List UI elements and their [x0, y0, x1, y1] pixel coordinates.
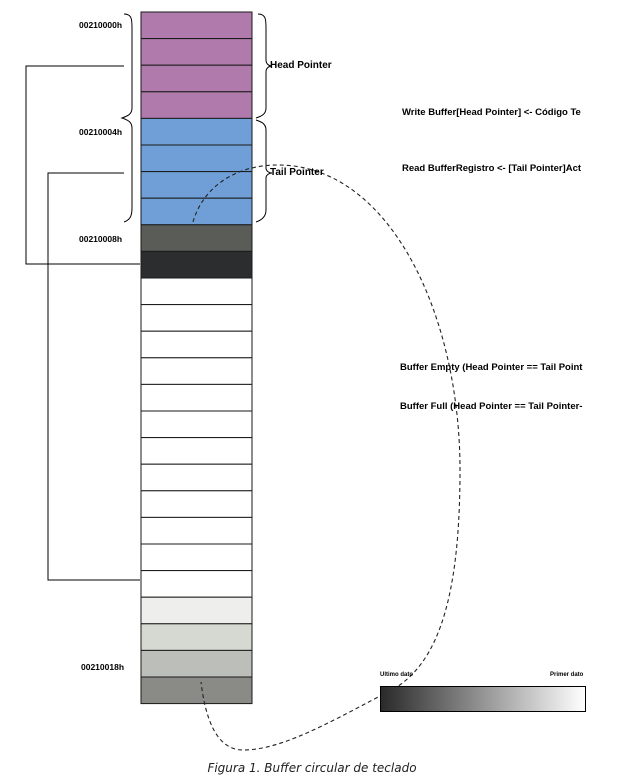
memory-cell-3 [140, 64, 253, 93]
address-label-end-register: 00210008h [79, 234, 123, 244]
address-label-tail: 00210004h [79, 127, 123, 137]
memory-cells [140, 11, 253, 705]
memory-cell-13 [140, 330, 253, 359]
tail-pointer-label: Tail Pointer [270, 167, 324, 178]
memory-cell-14 [140, 357, 253, 385]
buffer-empty-note: Buffer Empty (Head Pointer == Tail Point [400, 362, 583, 373]
memory-cell-26 [140, 676, 253, 705]
tail-pointer-connector [47, 172, 140, 581]
tail-pointer-brace [123, 119, 273, 223]
memory-cell-7 [140, 171, 253, 199]
memory-cell-4 [140, 91, 253, 119]
memory-cell-18 [140, 463, 253, 492]
memory-cell-2 [140, 38, 253, 66]
buffer-full-note: Buffer Full (Head Pointer == Tail Pointe… [400, 401, 583, 412]
memory-cell-22 [140, 570, 253, 598]
ultimo-dato-label: Ultimo dato [380, 672, 413, 678]
head-pointer-label: Head Pointer [270, 60, 332, 71]
head-pointer-connector [25, 65, 140, 265]
memory-cell-8 [140, 197, 253, 226]
figure-caption: Figura 1. Buffer circular de teclado [207, 761, 417, 775]
memory-cell-19 [140, 490, 253, 518]
data-age-gradient-bar [380, 686, 586, 712]
memory-cell-24 [140, 623, 253, 651]
memory-cell-20 [140, 516, 253, 545]
read-buffer-note: Read BufferRegistro <- [Tail Pointer]Act [402, 163, 582, 174]
memory-cell-11 [140, 277, 253, 306]
memory-cell-5 [140, 117, 253, 146]
memory-cell-25 [140, 649, 253, 678]
memory-cell-10 [140, 250, 253, 279]
memory-cell-17 [140, 437, 253, 465]
memory-cell-6 [140, 144, 253, 173]
memory-cell-1 [140, 11, 253, 40]
memory-cell-9 [140, 224, 253, 252]
primer-dato-label: Primer dato [550, 672, 584, 678]
memory-cell-23 [140, 596, 253, 625]
head-pointer-brace [120, 13, 273, 129]
memory-cell-21 [140, 543, 253, 572]
address-label-last: 00210018h [81, 662, 125, 672]
write-buffer-note: Write Buffer[Head Pointer] <- Código Te [402, 107, 581, 118]
memory-cell-15 [140, 383, 253, 412]
memory-cell-12 [140, 304, 253, 332]
memory-cell-16 [140, 410, 253, 439]
address-label-start: 00210000h [79, 20, 123, 30]
